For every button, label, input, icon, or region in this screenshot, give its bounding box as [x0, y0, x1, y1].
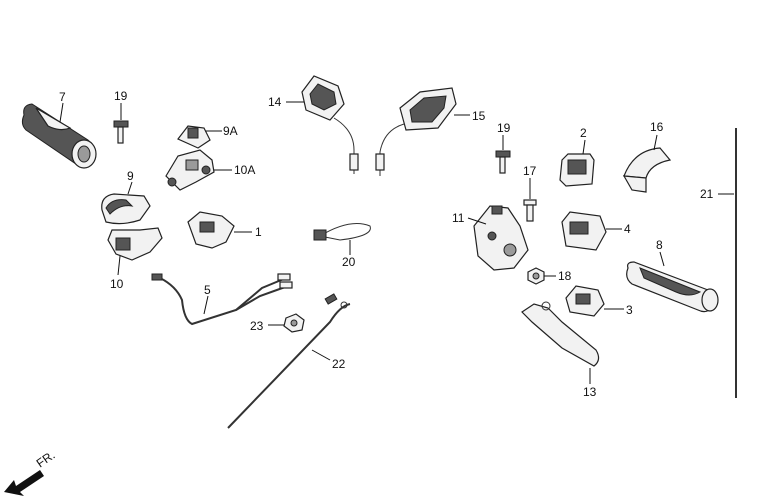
label-17: 17 [523, 164, 537, 178]
leader-9 [127, 181, 133, 195]
leader-8 [659, 251, 665, 267]
leader-22 [311, 349, 331, 361]
label-10: 10 [110, 277, 124, 291]
label-13: 13 [583, 385, 597, 399]
part-15-mirror-right [375, 87, 457, 176]
leader-7 [59, 102, 64, 123]
part-13-brake-lever [521, 301, 600, 367]
label-16: 16 [650, 120, 664, 134]
label-1: 1 [255, 225, 262, 239]
part-18-nut [527, 267, 545, 285]
leader-10 [117, 255, 121, 276]
part-14-mirror-left [301, 75, 359, 174]
part-20-cable-tie [313, 223, 371, 241]
part-3-switch [565, 285, 605, 317]
part-1-switch [187, 211, 235, 249]
leader-16 [653, 134, 658, 151]
label-19a: 19 [114, 89, 128, 103]
leader-2 [582, 139, 586, 155]
label-2: 2 [580, 126, 587, 140]
part-10-switch-housing-lower [107, 227, 163, 261]
part-4-switch [561, 211, 607, 251]
label-19b: 19 [497, 121, 511, 135]
label-4: 4 [624, 222, 631, 236]
part-23-nut [283, 313, 305, 333]
label-10a: 10A [234, 163, 255, 177]
label-7: 7 [59, 90, 66, 104]
label-5: 5 [204, 283, 211, 297]
part-22-cable [227, 293, 351, 429]
label-23: 23 [250, 319, 264, 333]
part-16-clamp [622, 147, 672, 193]
part-7-left-grip [21, 103, 97, 169]
leader-5 [203, 295, 209, 315]
label-9a: 9A [223, 124, 238, 138]
part-11-lever-holder [473, 205, 529, 271]
label-20: 20 [342, 255, 356, 269]
leader-11 [467, 217, 487, 225]
label-8: 8 [656, 238, 663, 252]
part-2-switch-cover [559, 153, 595, 187]
part-5-wire-harness [151, 273, 293, 326]
label-15: 15 [472, 109, 486, 123]
part-8-right-grip [626, 261, 719, 313]
front-arrow-icon [4, 470, 44, 496]
part-19-screw-right [495, 150, 511, 174]
label-9: 9 [127, 169, 134, 183]
label-11: 11 [452, 211, 465, 225]
label-3: 3 [626, 303, 633, 317]
part-10a-switch-body [165, 149, 215, 191]
part-19-screw-left [113, 120, 129, 144]
label-22: 22 [332, 357, 346, 371]
part-17-bolt [523, 199, 537, 222]
part-9-switch-housing-upper [101, 193, 151, 225]
front-marker-label: FR. [34, 448, 58, 471]
label-21: 21 [700, 187, 714, 201]
label-18: 18 [558, 269, 572, 283]
part-9a-switch-cap [177, 125, 211, 149]
label-14: 14 [268, 95, 282, 109]
